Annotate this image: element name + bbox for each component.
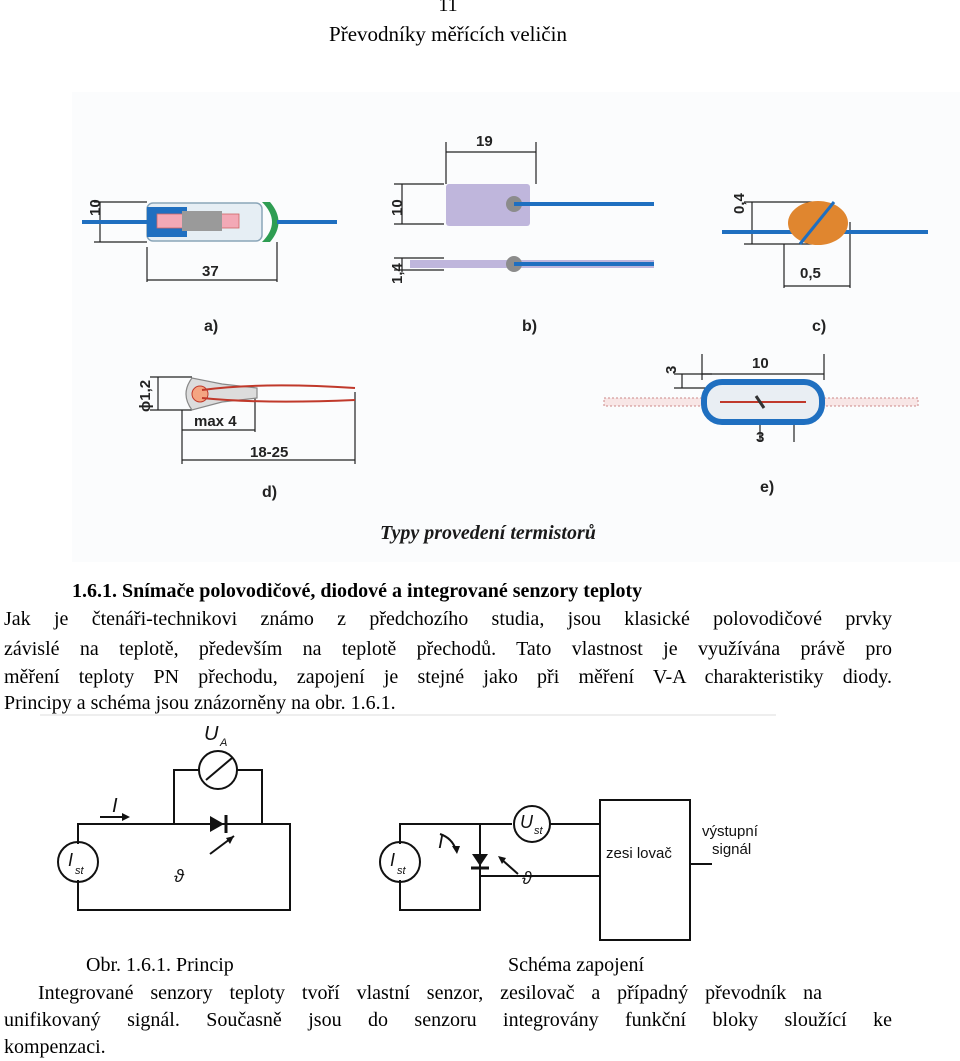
label-ust: U: [520, 812, 534, 832]
label-output-line1: výstupní: [702, 823, 759, 840]
closing-line-3: kompenzaci.: [4, 1036, 106, 1058]
label-ua-sub: A: [219, 737, 227, 749]
closing-line-1: Integrované senzory teploty tvoří vlastn…: [38, 982, 822, 1004]
dim-e-height: 3: [663, 366, 680, 374]
amplifier-block: [599, 799, 691, 941]
dim-c-thickness: 0,4: [731, 192, 748, 214]
section-heading: 1.6.1. Snímače polovodičové, diodové a i…: [72, 580, 643, 602]
thermistor-a: [82, 202, 337, 242]
label-ust-sub: st: [534, 825, 544, 837]
dim-c-width: 0,5: [800, 265, 821, 282]
panel-label-c: c): [812, 318, 826, 335]
dim-b-height: 10: [389, 199, 406, 216]
panel-label-a: a): [204, 318, 218, 335]
dim-a-height: 10: [87, 199, 104, 216]
figure-caption-scheme: Schéma zapojení: [508, 954, 645, 976]
panel-label-d: d): [262, 484, 277, 501]
thermistor-e: [603, 379, 919, 425]
label-ua: U: [204, 723, 219, 745]
dim-d-diameter: ϕ1,2: [137, 380, 154, 412]
paragraph-line-4: Principy a schéma jsou znázorněny na obr…: [4, 692, 396, 714]
current-arrow-left: [100, 813, 130, 821]
page-number: 11: [438, 0, 458, 16]
diode-right: [471, 854, 519, 875]
label-amplifier: zesi lovač: [606, 845, 672, 862]
current-source-left: [57, 841, 99, 883]
panel-label-b: b): [522, 318, 537, 335]
dim-d-length: 18-25: [250, 444, 288, 461]
label-ist-left-sub: st: [75, 865, 85, 877]
label-ist-right-sub: st: [397, 865, 407, 877]
label-output-line2: signál: [712, 841, 751, 858]
dim-b-lead: 1,4: [389, 262, 406, 284]
circuit-figure: U A I I st ϑ I I st ϑ U st zesi lovač vý…: [40, 714, 776, 941]
dim-e-inner: 3: [756, 429, 764, 446]
current-arrow-right: [439, 833, 460, 854]
label-current-left: I: [112, 795, 118, 817]
figure-caption-principle: Obr. 1.6.1. Princip: [86, 954, 234, 976]
label-ist-right: I: [390, 850, 395, 870]
dim-a-length: 37: [202, 263, 219, 280]
thermistor-b: [410, 184, 654, 272]
label-theta-left: ϑ: [174, 866, 185, 886]
paragraph-line-2: závislé na teplotě, především na teplotě…: [4, 638, 892, 660]
closing-line-2: unifikovaný signál. Současně jsou do sen…: [4, 1009, 892, 1031]
dim-d-head: max 4: [194, 413, 237, 430]
dim-b-width: 19: [476, 133, 493, 150]
principle-circuit-wires: [77, 823, 291, 911]
diode-left: [209, 815, 235, 855]
label-theta-right: ϑ: [522, 868, 533, 888]
page-header-title: Převodníky měřících veličin: [329, 22, 567, 46]
paragraph-line-3: měření teploty PN přechodu, zapojení je …: [4, 666, 892, 688]
figure-background: [72, 92, 960, 562]
dim-e-length: 10: [752, 355, 769, 372]
current-source-right: [379, 841, 421, 883]
thermistor-figure: 10 37 19 10 1,4 0,4 0,5 ϕ1,2 max 4 18-25…: [72, 92, 960, 562]
thermistor-c: [722, 201, 928, 245]
label-current-right: I: [438, 831, 444, 853]
thermistor-d: [185, 377, 356, 411]
label-ist-left: I: [68, 850, 73, 870]
panel-label-e: e): [760, 479, 774, 496]
thermistor-figure-caption: Typy provedení termistorů: [380, 522, 596, 544]
voltmeter: [198, 750, 238, 790]
paragraph-line-1: Jak je čtenáři-technikovi známo z předch…: [4, 608, 892, 630]
